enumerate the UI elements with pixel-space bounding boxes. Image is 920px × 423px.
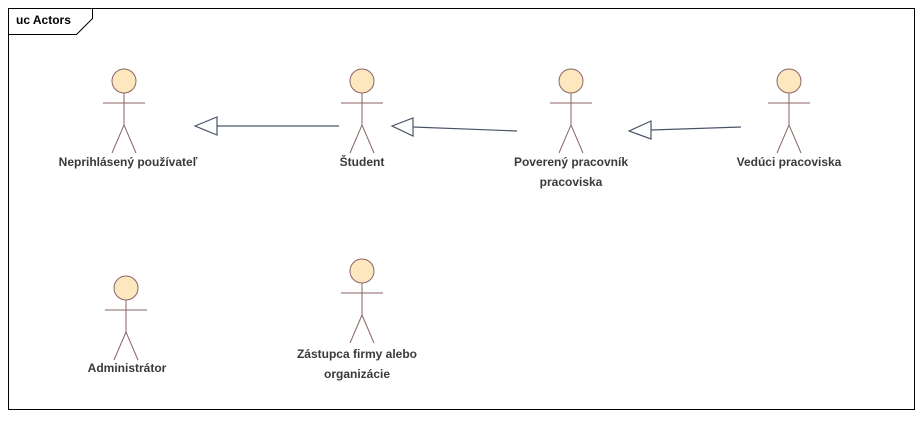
actor-figure-student[interactable] (341, 68, 383, 154)
actor-label-veduci[interactable]: Vedúci pracoviska (689, 152, 889, 172)
diagram-frame (8, 8, 915, 410)
generalization-veduci-to-povereny[interactable] (627, 120, 742, 140)
actor-figure-neprihlaseny[interactable] (103, 68, 145, 154)
actor-figure-zastupca[interactable] (341, 258, 383, 344)
actor-name-line: Vedúci pracoviska (736, 155, 842, 169)
actor-name-line: Administrátor (87, 361, 167, 375)
actor-figure-veduci[interactable] (768, 68, 810, 154)
generalization-povereny-to-student[interactable] (390, 117, 518, 137)
actor-label-administrator[interactable]: Administrátor (27, 358, 227, 378)
actor-label-student[interactable]: Študent (262, 152, 462, 172)
generalization-student-to-neprihlaseny[interactable] (193, 116, 339, 136)
actor-figure-administrator[interactable] (105, 275, 147, 361)
actor-name-line: organizácie (323, 367, 391, 381)
frame-title: uc Actors (16, 13, 71, 27)
actor-name-line: Zástupca firmy alebo (296, 347, 418, 361)
actor-label-povereny[interactable]: Poverený pracovník pracoviska (471, 152, 671, 192)
actor-name-line: Študent (339, 155, 385, 169)
actor-label-zastupca[interactable]: Zástupca firmy alebo organizácie (257, 344, 457, 384)
actor-name-line: pracoviska (539, 175, 603, 189)
actor-label-neprihlaseny[interactable]: Neprihlásený používateľ (28, 152, 228, 172)
actor-figure-povereny[interactable] (550, 68, 592, 154)
frame-name-tab (8, 8, 93, 35)
actor-name-line: Neprihlásený používateľ (58, 155, 198, 169)
actor-name-line: Poverený pracovník (513, 155, 629, 169)
